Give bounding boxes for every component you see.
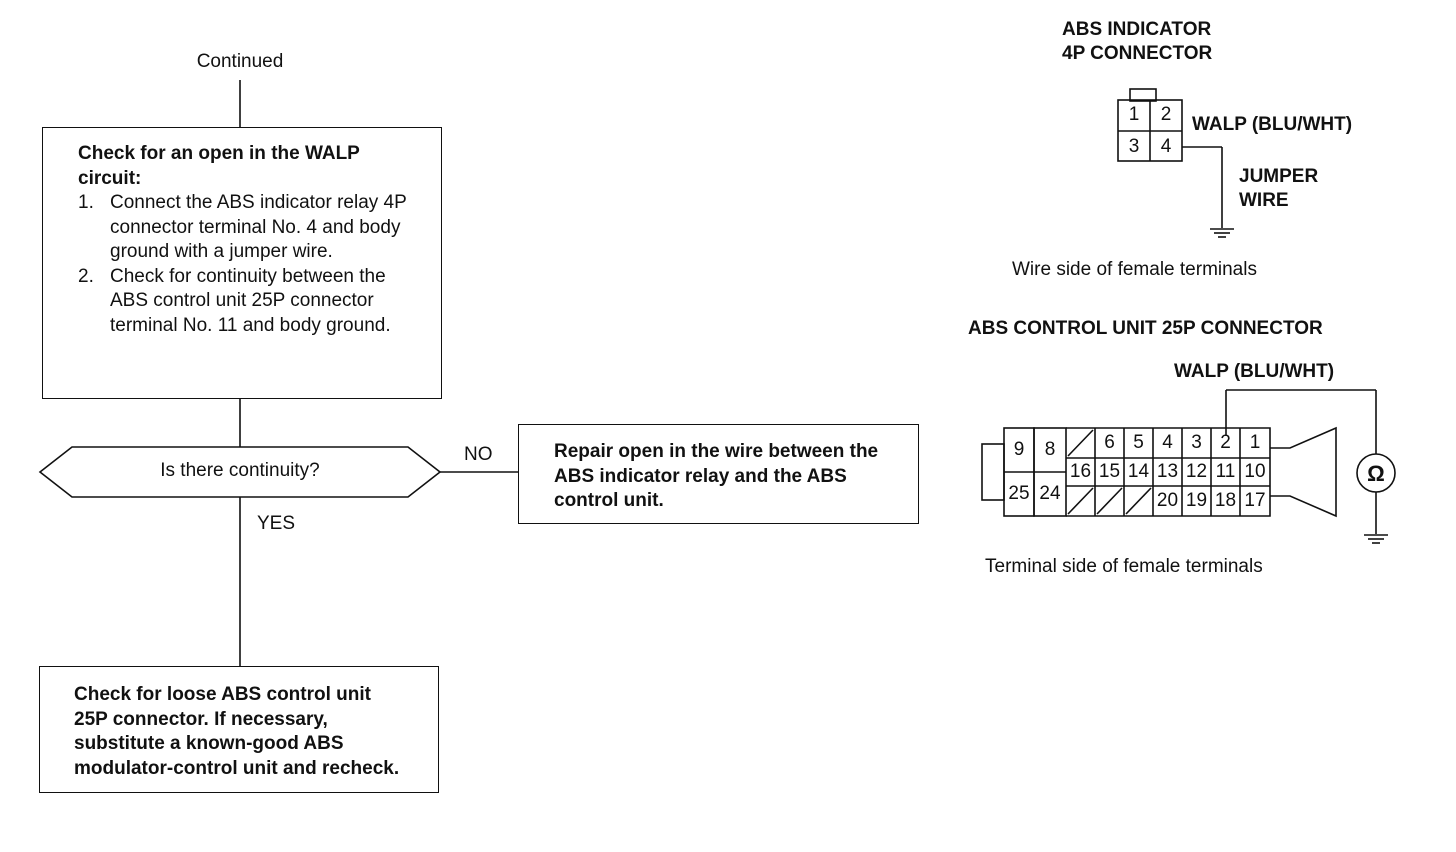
terminal-25p: 9 [1013,439,1025,460]
connector-4p-title-1: ABS INDICATOR [1062,19,1212,40]
repair-box: Repair open in the wire between the ABS … [518,424,919,524]
connector-25p-left-tab [981,443,1005,501]
ohm-symbol: Ω [1367,461,1385,486]
loose-connector-box: Check for loose ABS control unit 25P con… [39,666,439,793]
terminal-4p: 1 [1128,104,1140,125]
terminal-4p: 3 [1128,136,1140,157]
terminal-25p: 14 [1127,461,1150,482]
connector-4p-caption: Wire side of female terminals [1012,259,1257,280]
terminal-25p: 10 [1244,461,1266,482]
terminal-4p: 2 [1160,104,1172,125]
connector-25p-title: ABS CONTROL UNIT 25P CONNECTOR [968,318,1323,339]
terminal-25p: 5 [1133,432,1144,453]
terminal-25p: 18 [1214,490,1237,511]
terminal-25p: 19 [1185,490,1208,511]
walp-label-4p: WALP (BLU/WHT) [1192,114,1353,135]
terminal-4p: 4 [1160,136,1172,157]
terminal-25p: 13 [1156,461,1179,482]
terminal-25p: 11 [1215,461,1236,482]
loose-connector-text: Check for loose ABS control unit 25P con… [74,684,400,779]
jumper-label-2: WIRE [1239,190,1289,211]
terminal-25p: 25 [1008,483,1030,504]
check-open-box: Check for an open in the WALP circuit: 1… [42,127,442,399]
terminal-25p: 3 [1191,432,1202,453]
connector-4p-title-2: 4P CONNECTOR [1062,43,1213,64]
connector-4p-latch [1129,88,1157,102]
check-open-heading: Check for an open in the WALP circuit: [78,143,360,189]
walp-label-25p: WALP (BLU/WHT) [1174,361,1335,382]
terminal-25p: 1 [1249,432,1261,453]
decision-hexagon [38,446,442,498]
step-item: 2. Check for continuity between the ABS … [78,265,391,336]
repair-text: Repair open in the wire between the ABS … [554,441,879,511]
connector-25p-flange [1270,426,1337,518]
terminal-25p: 16 [1069,461,1092,482]
connector-25p-caption: Terminal side of female terminals [985,556,1263,577]
decision-question: Is there continuity? [160,460,320,481]
check-open-steps: 1. Connect the ABS indicator relay 4P co… [78,191,409,338]
yes-label: YES [257,513,296,534]
terminal-25p: 4 [1162,432,1173,453]
jumper-label-1: JUMPER [1239,166,1319,187]
terminal-25p: 6 [1104,432,1115,453]
terminal-25p: 8 [1044,439,1056,460]
step-item: 1. Connect the ABS indicator relay 4P co… [78,192,407,262]
terminal-25p: 12 [1185,461,1208,482]
terminal-25p: 20 [1156,490,1179,511]
terminal-25p: 15 [1098,461,1121,482]
no-label: NO [464,444,493,465]
terminal-25p: 17 [1244,490,1266,511]
terminal-25p: 2 [1220,432,1231,453]
terminal-25p: 24 [1039,483,1061,504]
continued-label: Continued [196,51,284,72]
